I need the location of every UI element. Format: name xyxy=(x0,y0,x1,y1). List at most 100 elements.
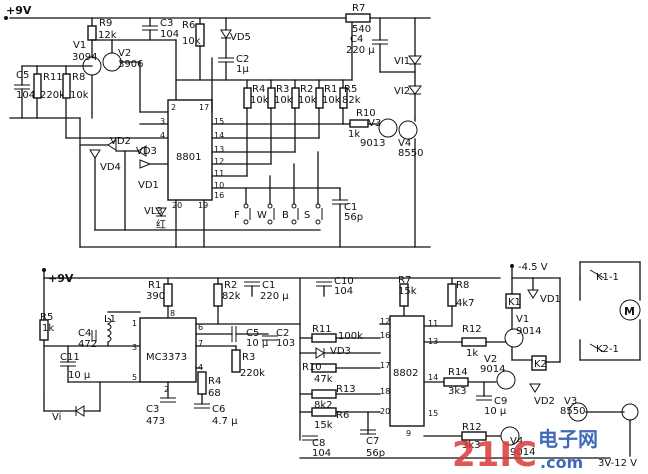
bv2-label: V2 xyxy=(484,354,497,365)
pin-14: 14 xyxy=(428,373,438,382)
transistor-v1 xyxy=(504,328,524,348)
bv3-value: 8550 xyxy=(560,406,585,417)
pin-7: 7 xyxy=(198,339,203,348)
br7-value: 15k xyxy=(398,286,417,297)
br8-label: R8 xyxy=(456,280,469,291)
pin-20: 20 xyxy=(172,201,182,210)
top-circuit: +9V R9 12k V1 3094 V2 3906 C5 104 R11 xyxy=(4,3,431,248)
inductor-l1 xyxy=(106,317,112,343)
switch-b[interactable]: B xyxy=(282,163,299,225)
vd1-label: VD1 xyxy=(138,180,159,191)
r5-value: 82k xyxy=(342,95,361,106)
pin-15: 15 xyxy=(428,409,438,418)
resistor-r14 xyxy=(443,377,469,387)
k2-label: K2 xyxy=(534,359,547,370)
c4-value: 220 μ xyxy=(346,45,375,56)
br14-label: R14 xyxy=(448,367,468,378)
bc3-value: 473 xyxy=(146,416,165,427)
c11-label: C11 xyxy=(60,352,80,363)
bv1-label: V1 xyxy=(516,314,529,325)
neg45-label: -4.5 V xyxy=(518,262,548,273)
switch-f[interactable]: F xyxy=(234,187,251,225)
switch-contact xyxy=(267,203,273,209)
pin-19: 19 xyxy=(198,201,208,210)
vl3-label: VL3 xyxy=(144,206,163,217)
pin-3: 3 xyxy=(132,343,137,352)
vd5-label: VD5 xyxy=(230,32,251,43)
resistor-r7 xyxy=(345,13,371,23)
switch-s[interactable]: S xyxy=(304,151,323,225)
switch-w[interactable]: W xyxy=(257,175,275,225)
r3-label: R3 xyxy=(276,84,289,95)
br10-label: R10 xyxy=(302,362,322,373)
diode-vd1 xyxy=(139,159,152,169)
bc8-label: C8 xyxy=(312,438,325,449)
k2-1-label: K2-1 xyxy=(596,344,619,355)
v4-label: V4 xyxy=(398,138,411,149)
pin-5: 5 xyxy=(132,373,137,382)
vi1-label: VI1 xyxy=(394,56,410,67)
pin-8: 8 xyxy=(170,309,175,318)
vi2-label: VI2 xyxy=(394,86,410,97)
c1-label: C1 xyxy=(344,202,357,213)
supply-terminal xyxy=(4,16,8,20)
br11-value: 100k xyxy=(338,331,363,342)
led-vi2 xyxy=(408,85,422,95)
watermark-cn: 电子网 xyxy=(538,427,598,451)
diode-vd2 xyxy=(107,139,117,151)
resistor-r12a xyxy=(461,337,487,347)
pin-14: 14 xyxy=(214,131,224,140)
br11-label: R11 xyxy=(312,324,332,335)
k1-label: K1 xyxy=(508,297,521,308)
bc8-value: 104 xyxy=(312,448,331,459)
resistor-r10 xyxy=(349,119,369,128)
led-vi1 xyxy=(408,55,422,65)
vd4-label: VD4 xyxy=(100,162,121,173)
pin-9: 9 xyxy=(406,429,411,438)
r4-value: 10k xyxy=(250,95,269,106)
c4-label: C4 xyxy=(350,34,363,45)
bc7-value: 56p xyxy=(366,448,385,459)
v1-value: 3094 xyxy=(72,52,97,63)
pin-4: 4 xyxy=(160,131,165,140)
resistor-r11 xyxy=(311,333,337,343)
c3-label: C3 xyxy=(160,18,173,29)
c1-value: 56p xyxy=(344,212,363,223)
resistor-r1 xyxy=(163,283,173,307)
v1-label: V1 xyxy=(73,40,86,51)
pin-12: 12 xyxy=(214,157,224,166)
br12b-value: 3k3 xyxy=(462,440,481,451)
bvd3-label: VD3 xyxy=(330,346,351,357)
diode-vd1 xyxy=(527,289,539,299)
switch-contact xyxy=(243,203,249,209)
v2-label: V2 xyxy=(118,48,131,59)
switch-s-label: S xyxy=(304,210,310,221)
bc6-label: C6 xyxy=(212,404,225,415)
r2-label: R2 xyxy=(300,84,313,95)
pin-20: 20 xyxy=(380,407,390,416)
r5-label: R5 xyxy=(344,84,357,95)
r1-value: 390 xyxy=(146,291,165,302)
br12a-label: R12 xyxy=(462,324,482,335)
v4-value: 8550 xyxy=(398,148,423,159)
pin-10: 10 xyxy=(214,181,224,190)
br10-value: 47k xyxy=(314,374,333,385)
diode-vd2 xyxy=(529,383,541,393)
br5-value: 1k xyxy=(42,323,54,334)
pin-2: 2 xyxy=(171,103,176,112)
switch-w-label: W xyxy=(257,210,267,221)
resistor-r9 xyxy=(87,25,97,41)
transistor-v2 xyxy=(496,370,516,390)
bc5-value: 10 μ xyxy=(246,338,269,349)
r9-label: R9 xyxy=(99,18,112,29)
pin-2: 2 xyxy=(164,385,169,394)
transistor-v4 xyxy=(500,426,520,446)
c2-value: 1μ xyxy=(236,64,249,75)
resistor-r2 xyxy=(213,283,223,307)
c11-value: 10 μ xyxy=(68,370,91,381)
watermark: 21IC 电子网 .com xyxy=(452,427,598,474)
k1-1-label: K1-1 xyxy=(596,272,619,283)
c10-label: C10 xyxy=(334,276,354,287)
pin-3: 3 xyxy=(160,117,165,126)
